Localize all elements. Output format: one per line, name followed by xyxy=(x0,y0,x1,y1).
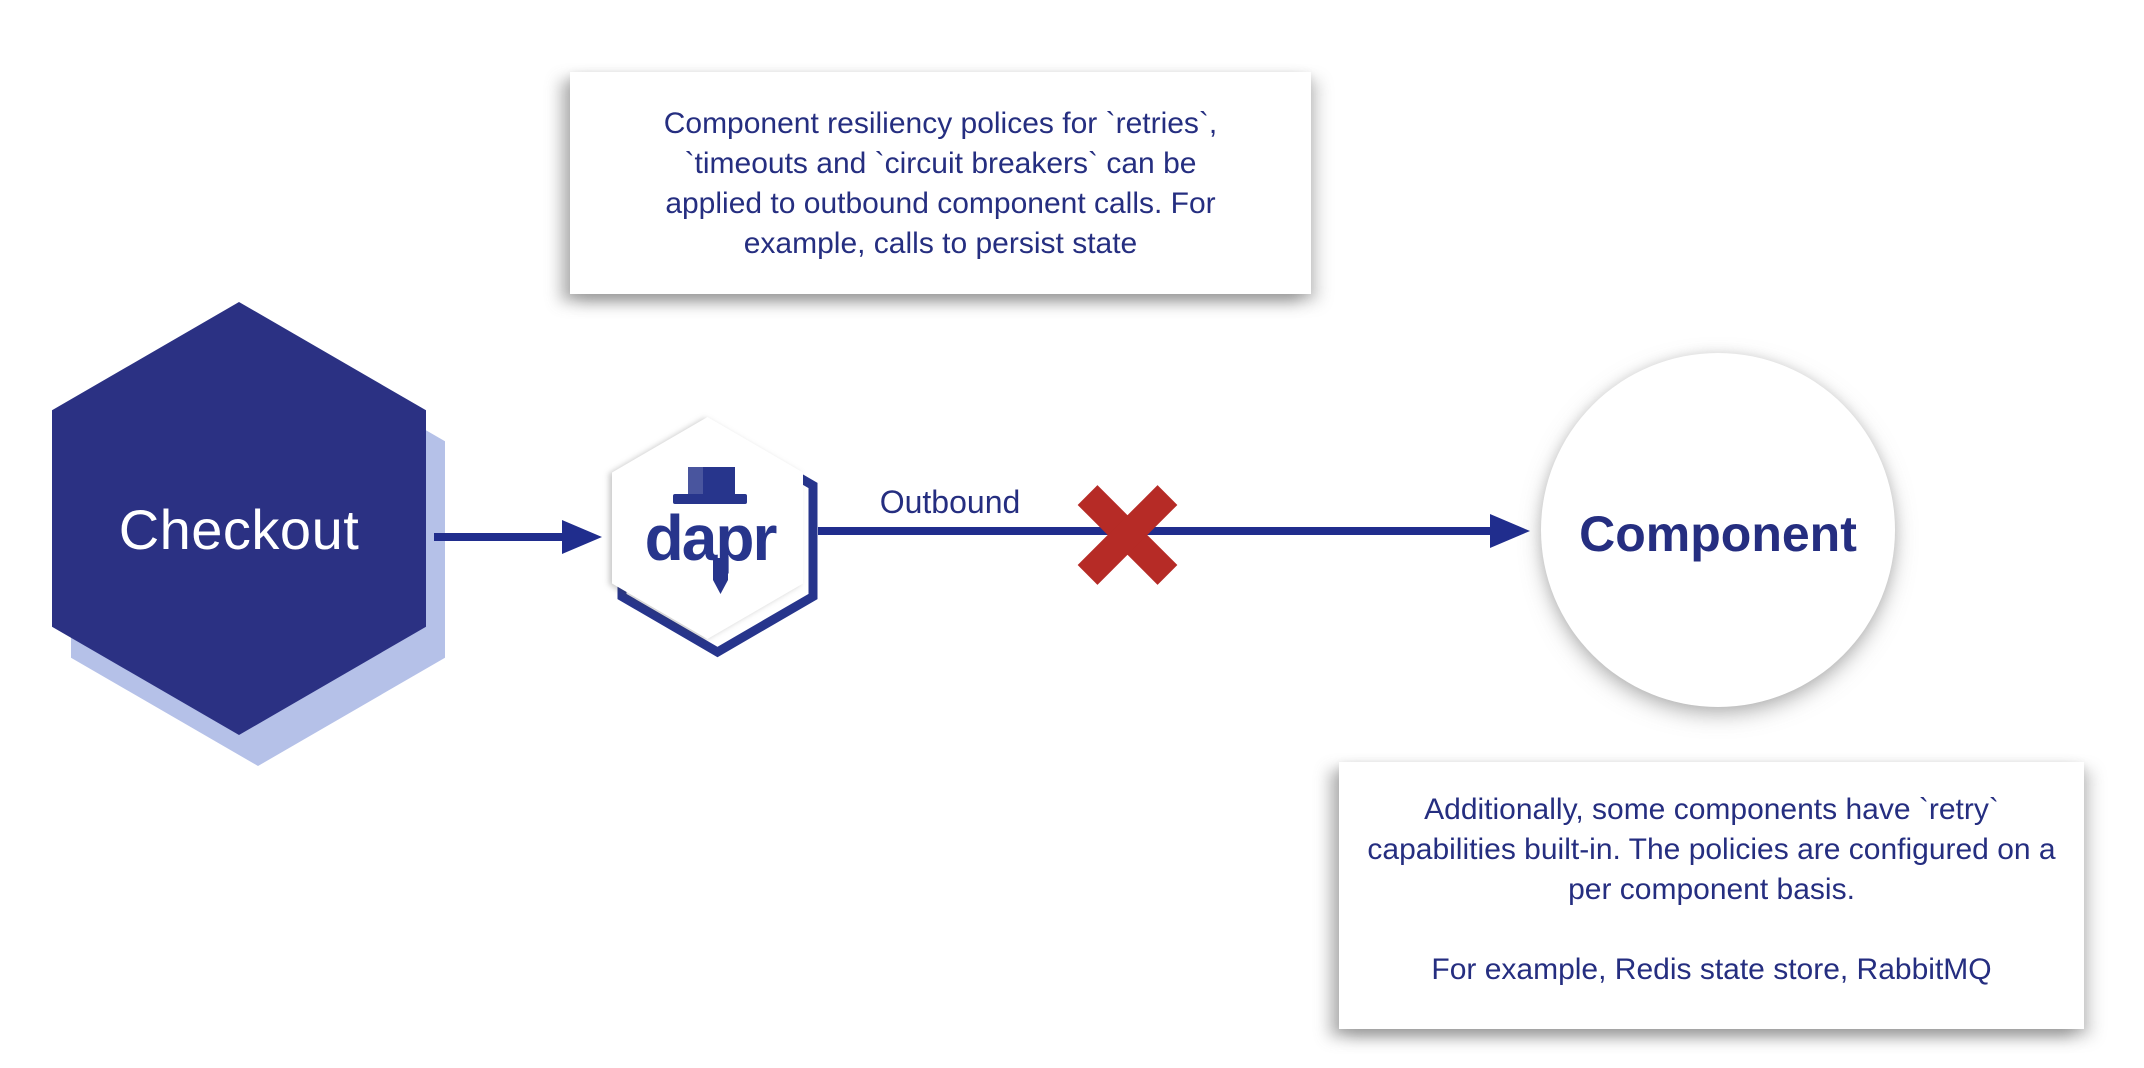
component-label: Component xyxy=(1579,506,1857,562)
note-bottom-line: per component basis. xyxy=(1568,873,1855,906)
dapr-tie-icon xyxy=(713,558,728,594)
note-top-line: example, calls to persist state xyxy=(743,227,1138,260)
dapr-logo-text: dapr xyxy=(645,502,777,574)
dapr-hexagon-icon xyxy=(612,417,803,639)
note-bottom-line xyxy=(1339,910,2084,950)
note-top-line: `timeouts and `circuit breakers` can be xyxy=(684,147,1197,180)
note-top-line: applied to outbound component calls. For xyxy=(665,187,1216,220)
failure-x-icon xyxy=(1071,479,1184,592)
dapr-hat-icon xyxy=(673,467,747,504)
component-circle: Component xyxy=(1541,353,1895,707)
checkout-label: Checkout xyxy=(118,498,360,561)
note-bottom: Additionally, some components have `retr… xyxy=(1339,762,2084,1029)
note-bottom-line: Additionally, some components have `retr… xyxy=(1424,793,1999,826)
arrow-dapr-to-component-head-icon xyxy=(1490,514,1530,548)
note-bottom-line: For example, Redis state store, RabbitMQ xyxy=(1431,953,1992,986)
dapr-node: dapr xyxy=(612,417,818,658)
note-bottom-line: capabilities built-in. The policies are … xyxy=(1367,833,2056,866)
arrow-checkout-to-dapr-head-icon xyxy=(562,520,602,554)
note-top-line: Component resiliency polices for `retrie… xyxy=(663,107,1218,140)
outbound-label: Outbound xyxy=(879,484,1021,520)
note-top: Component resiliency polices for `retrie… xyxy=(570,72,1311,294)
